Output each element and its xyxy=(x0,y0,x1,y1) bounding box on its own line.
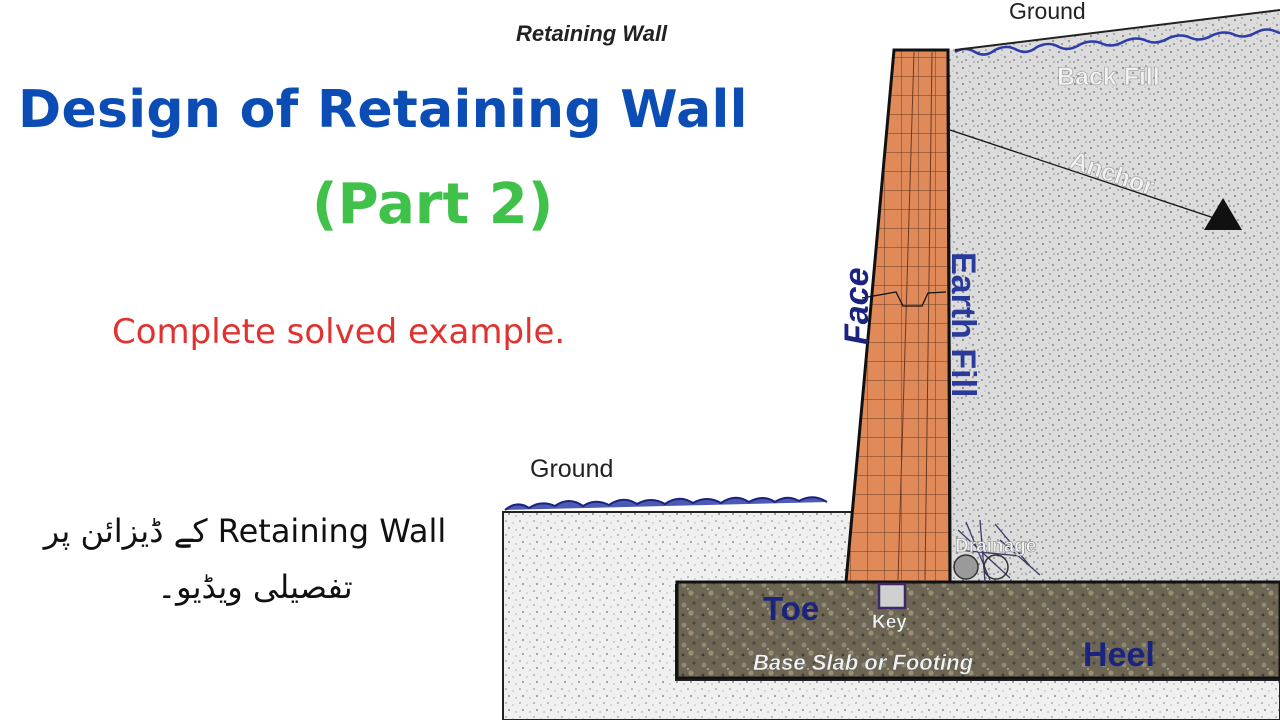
anchor-plate xyxy=(1204,198,1242,230)
urdu-caption-line1: Retaining Wall کے ڈیزائن پر xyxy=(43,512,447,550)
tagline: Complete solved example. xyxy=(112,312,566,352)
urdu-caption-line2: تفصیلی ویڈیو۔ xyxy=(157,568,353,606)
backfill-soil xyxy=(948,10,1280,585)
label-earth-fill: Earth Fill xyxy=(944,252,982,397)
page-subtitle: (Part 2) xyxy=(312,172,554,237)
label-back-fill: Back Fill xyxy=(1057,63,1160,91)
label-key: Key xyxy=(872,612,907,633)
shear-key xyxy=(877,582,907,610)
page-title: Design of Retaining Wall xyxy=(18,80,748,140)
wall-crack xyxy=(861,291,947,307)
label-toe: Toe xyxy=(763,590,819,627)
label-face: Face xyxy=(838,268,876,346)
label-base-slab: Base Slab or Footing xyxy=(753,650,974,675)
drainage-pipe xyxy=(953,519,1041,583)
diagram-caption: Retaining Wall xyxy=(516,21,668,46)
ground-surface-left xyxy=(504,496,828,511)
label-heel: Heel xyxy=(1083,636,1155,674)
label-drainage: Drainage xyxy=(955,536,1036,557)
anchor-rod xyxy=(949,129,1215,219)
label-ground-left: Ground xyxy=(530,455,613,483)
label-ground-top: Ground xyxy=(1009,0,1086,24)
ground-surface-top xyxy=(954,28,1280,56)
base-slab xyxy=(675,580,1280,680)
